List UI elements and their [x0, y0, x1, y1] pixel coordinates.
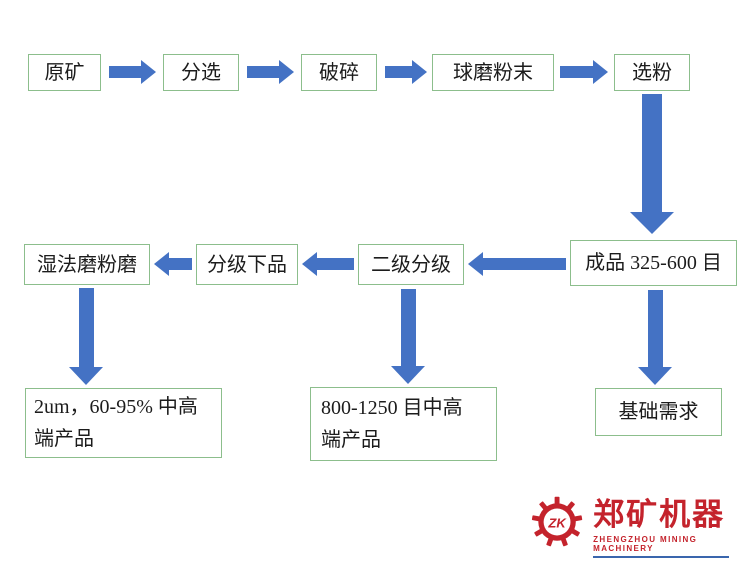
node-raw-ore: 原矿 [28, 54, 101, 91]
down-arrow-icon [391, 289, 425, 384]
right-arrow-icon [560, 60, 608, 84]
node-sorting: 分选 [163, 54, 239, 91]
node-wet-grinding-mill: 湿法磨粉磨 [24, 244, 150, 285]
node-grading-lower: 分级下品 [196, 244, 298, 285]
node-finished-product: 成品 325-600 目 [570, 240, 737, 286]
right-arrow-icon [385, 60, 427, 84]
node-ball-mill-powder: 球磨粉末 [432, 54, 554, 91]
company-name: 郑矿机器 [593, 497, 726, 532]
down-arrow-icon [69, 288, 103, 385]
company-tagline: ZHENGZHOU MINING MACHINERY [593, 535, 698, 554]
node-crushing: 破碎 [301, 54, 377, 91]
right-arrow-icon [247, 60, 294, 84]
down-arrow-icon [630, 94, 674, 234]
company-logo: ZK 郑矿机器 ZHENGZHOU MINING MACHINERY [531, 494, 750, 559]
node-secondary-grading: 二级分级 [358, 244, 464, 285]
node-fine-product: 2um，60-95% 中高端产品 [25, 388, 222, 458]
left-arrow-icon [302, 252, 354, 276]
node-basic-demand: 基础需求 [595, 388, 722, 436]
left-arrow-icon [154, 252, 192, 276]
node-powder-selection: 选粉 [614, 54, 690, 91]
logo-underline [593, 556, 730, 559]
logo-text-block: 郑矿机器 ZHENGZHOU MINING MACHINERY [593, 494, 750, 559]
down-arrow-icon [638, 290, 672, 385]
node-mid-product: 800-1250 目中高端产品 [310, 387, 497, 461]
gear-logo-icon: ZK [531, 496, 583, 547]
left-arrow-icon [468, 252, 566, 276]
right-arrow-icon [109, 60, 156, 84]
logo-monogram: ZK [547, 515, 567, 530]
